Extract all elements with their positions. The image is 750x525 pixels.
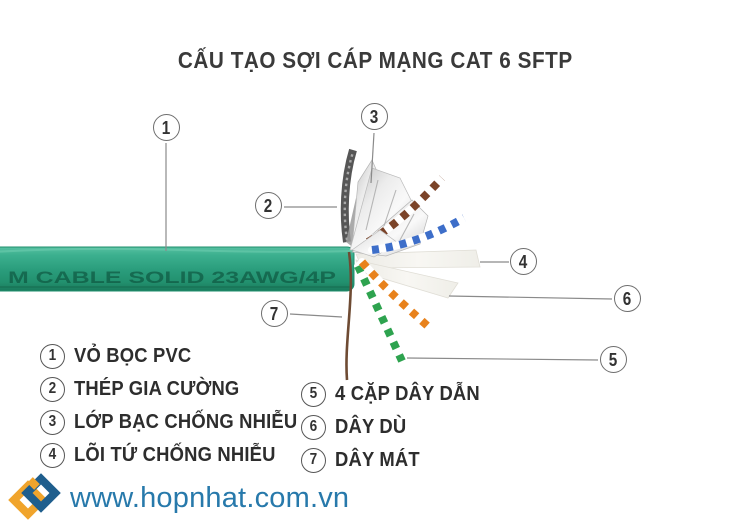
cable-print-text: M CABLE SOLID 23AWG/4P	[8, 268, 336, 287]
leader-line-3	[370, 132, 375, 184]
legend-item-label: LÕI TỨ CHỐNG NHIỄU	[74, 443, 276, 466]
callout-4: 4	[510, 248, 537, 275]
callout-4-number: 4	[519, 251, 528, 272]
callout-1: 1	[153, 114, 180, 141]
leader-line-5	[406, 357, 599, 361]
callout-3: 3	[361, 103, 388, 130]
legend-item-number-badge: 5	[301, 381, 326, 407]
legend-item-label: DÂY MÁT	[335, 448, 420, 471]
page-title-text: CẤU TẠO SỢI CÁP MẠNG CAT 6 SFTP	[177, 47, 573, 73]
legend-item: 2 THÉP GIA CƯỜNG	[40, 376, 317, 402]
callout-6-number: 6	[623, 288, 632, 309]
legend-item-label: VỎ BỌC PVC	[74, 344, 192, 367]
callout-3-number: 3	[370, 106, 379, 127]
leader-lines	[165, 132, 613, 361]
legend-item-label: LỚP BẠC CHỐNG NHIỄU	[74, 410, 298, 433]
footer: www.hopnhat.com.vn	[0, 468, 750, 525]
twisted-pair-blue	[368, 214, 468, 254]
legend-item: 1 VỎ BỌC PVC	[40, 343, 317, 369]
callout-2: 2	[255, 192, 282, 219]
drain-wire	[345, 251, 353, 381]
callout-5: 5	[600, 346, 627, 373]
legend-item-number-badge: 2	[40, 376, 65, 402]
callout-7-number: 7	[270, 303, 279, 324]
website-url: www.hopnhat.com.vn	[70, 482, 350, 514]
legend-item: 4 LÕI TỨ CHỐNG NHIỄU	[40, 442, 317, 468]
twisted-pair-green	[354, 262, 406, 365]
braid-shield	[340, 148, 357, 243]
callout-6: 6	[614, 285, 641, 312]
leader-line-7	[289, 313, 343, 318]
legend-item-label: 4 CẶP DÂY DẪN	[335, 382, 480, 405]
callout-1-number: 1	[162, 117, 171, 138]
cable-jacket: M CABLE SOLID 23AWG/4P	[0, 246, 355, 292]
legend-item-label: THÉP GIA CƯỜNG	[74, 377, 240, 400]
legend-item-number-badge: 3	[40, 409, 65, 435]
twisted-pair-orange	[358, 258, 436, 334]
legend-left-column: 1 VỎ BỌC PVC 2 THÉP GIA CƯỜNG 3 LỚP BẠC …	[40, 343, 317, 475]
callout-2-number: 2	[264, 195, 273, 216]
legend-item: 6 DÂY DÙ	[301, 414, 492, 440]
legend-item: 3 LỚP BẠC CHỐNG NHIỄU	[40, 409, 317, 435]
callout-7: 7	[261, 300, 288, 327]
legend-item-number-badge: 7	[301, 447, 326, 473]
legend-right-column: 5 4 CẶP DÂY DẪN 6 DÂY DÙ 7 DÂY MÁT	[301, 381, 492, 480]
page-title: CẤU TẠO SỢI CÁP MẠNG CAT 6 SFTP	[0, 47, 750, 74]
legend-item-label: DÂY DÙ	[335, 415, 407, 438]
legend-item-number-badge: 4	[40, 442, 65, 468]
callout-5-number: 5	[609, 349, 618, 370]
leader-line-6	[448, 295, 613, 300]
legend-item-number-badge: 1	[40, 343, 65, 369]
company-logo-icon	[8, 473, 61, 520]
legend-item-number-badge: 6	[301, 414, 326, 440]
legend-item: 5 4 CẶP DÂY DẪN	[301, 381, 492, 407]
legend-item: 7 DÂY MÁT	[301, 447, 492, 473]
